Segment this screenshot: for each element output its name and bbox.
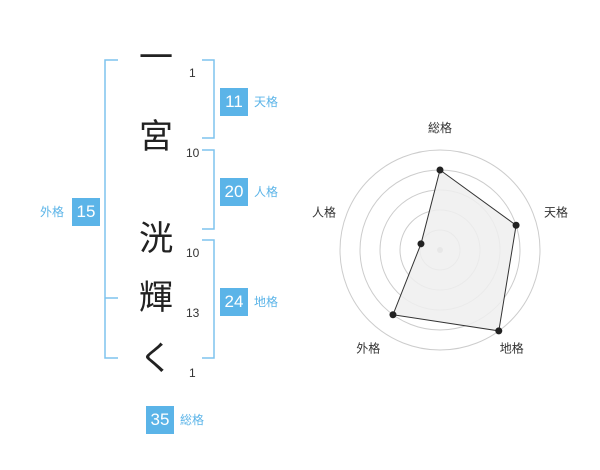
radar-point-2 <box>512 221 520 229</box>
radar-point-3 <box>495 327 503 335</box>
jinkaku-label: 人格 <box>254 185 279 199</box>
name-char-2: 宮 <box>139 117 173 157</box>
radar-point-4 <box>389 311 397 319</box>
radar-axis-label-1: 総格 <box>428 120 452 135</box>
stroke-count-3: 10 <box>186 246 200 260</box>
name-char-4: 輝 <box>139 278 173 318</box>
radar-axis-label-2: 天格 <box>544 204 568 219</box>
jinkaku-bracket <box>202 149 215 230</box>
stroke-count-4: 13 <box>186 306 200 320</box>
jinkaku-badge: 20 <box>220 178 248 206</box>
soukaku-badge: 35 <box>146 406 174 434</box>
radar-axis-label-4: 外格 <box>356 341 380 356</box>
radar-point-1 <box>436 166 444 174</box>
radar-axis-label-3: 地格 <box>500 341 524 356</box>
tenkaku-badge: 11 <box>220 88 248 116</box>
gaikaku-label: 外格 <box>40 205 65 219</box>
chikaku-badge: 24 <box>220 288 248 316</box>
gaikaku-bracket <box>104 59 118 359</box>
chikaku-bracket <box>202 239 215 359</box>
name-char-1: 一 <box>139 38 173 78</box>
radar-point-5 <box>417 240 425 248</box>
radar-ring-5 <box>339 149 541 351</box>
tenkaku-label: 天格 <box>254 95 279 109</box>
stroke-count-2: 10 <box>186 146 200 160</box>
soukaku-label: 総格 <box>180 413 205 427</box>
chikaku-label: 地格 <box>254 295 279 309</box>
name-char-5: く <box>139 339 173 379</box>
stroke-count-1: 1 <box>189 66 196 80</box>
radar-polygon <box>392 169 517 332</box>
tenkaku-bracket <box>202 59 215 139</box>
stroke-count-5: 1 <box>189 366 196 380</box>
gaikaku-badge: 15 <box>72 198 100 226</box>
radar-axis-label-5: 人格 <box>312 204 336 219</box>
name-char-3: 洸 <box>139 219 173 259</box>
